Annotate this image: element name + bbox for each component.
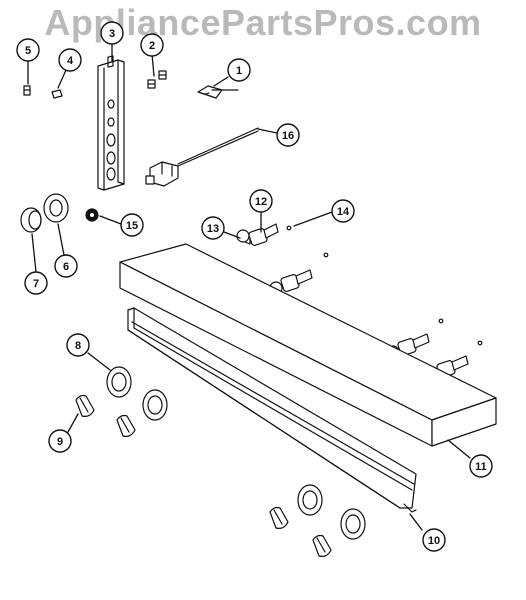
svg-text:14: 14 <box>337 206 350 218</box>
callout-10: 10 <box>422 528 446 552</box>
svg-text:5: 5 <box>25 45 31 57</box>
callout-2: 2 <box>140 33 164 57</box>
part-3-bracket <box>97 55 125 191</box>
part-12-valve-b <box>269 252 329 295</box>
callout-4: 4 <box>58 48 82 72</box>
part-4-clip <box>51 89 63 99</box>
callout-9: 9 <box>48 429 72 453</box>
svg-text:8: 8 <box>75 340 81 352</box>
leader-lines <box>27 43 471 531</box>
part-8-bezels <box>106 366 366 540</box>
part-1-clip <box>197 85 239 99</box>
part-16-switch <box>145 127 259 187</box>
svg-text:2: 2 <box>149 40 155 52</box>
svg-text:1: 1 <box>236 65 242 77</box>
svg-text:15: 15 <box>126 220 138 232</box>
svg-text:7: 7 <box>33 278 39 290</box>
callout-5: 5 <box>16 38 40 62</box>
svg-text:6: 6 <box>63 261 69 273</box>
callout-14: 14 <box>331 199 355 223</box>
callout-6: 6 <box>54 254 78 278</box>
part-5-clip <box>23 85 31 96</box>
callout-11: 11 <box>469 454 493 478</box>
callout-3: 3 <box>100 21 124 45</box>
svg-text:9: 9 <box>57 436 63 448</box>
svg-text:12: 12 <box>255 196 267 208</box>
part-7-knob <box>20 207 42 233</box>
svg-text:16: 16 <box>282 130 294 142</box>
part-15-grommet <box>85 208 99 222</box>
callout-15: 15 <box>120 213 144 237</box>
callout-12: 12 <box>249 189 273 213</box>
part-10-panel <box>127 307 417 513</box>
part-6-bezel <box>43 193 69 223</box>
callout-7: 7 <box>24 271 48 295</box>
callout-1: 1 <box>227 58 251 82</box>
svg-text:13: 13 <box>207 223 219 235</box>
callout-8: 8 <box>66 333 90 357</box>
svg-text:10: 10 <box>428 535 440 547</box>
svg-text:11: 11 <box>475 461 487 473</box>
callout-13: 13 <box>201 216 225 240</box>
part-11-manifold <box>119 243 497 447</box>
callout-bubbles: 1 2 3 4 5 6 7 8 9 10 11 12 13 14 15 16 <box>16 21 493 552</box>
callout-16: 16 <box>276 123 300 147</box>
part-2-terminals <box>147 70 167 89</box>
svg-text:3: 3 <box>109 28 115 40</box>
part-12-valve-a <box>236 223 292 246</box>
part-9-knobs <box>75 394 332 557</box>
svg-text:4: 4 <box>67 55 74 67</box>
